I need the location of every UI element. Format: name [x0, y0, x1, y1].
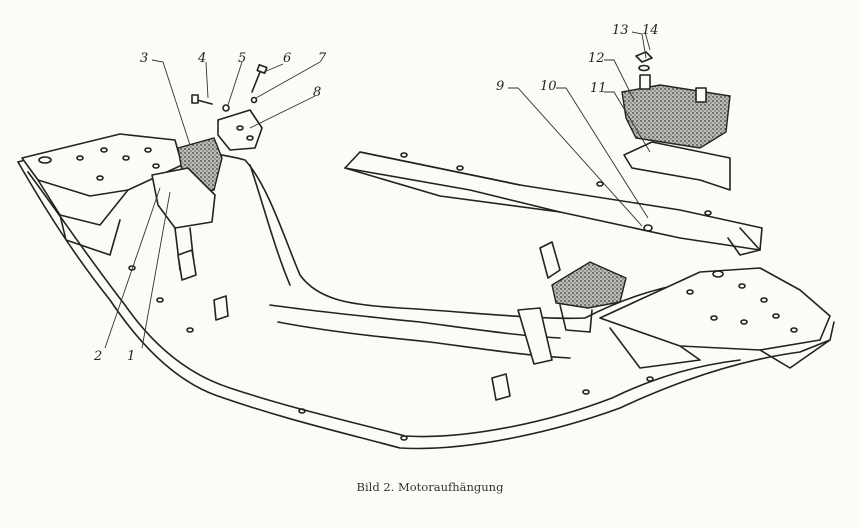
- right-mount-plate: [599, 267, 831, 369]
- bolts-left: [191, 64, 268, 112]
- callout-11: 11: [590, 81, 607, 96]
- right-rubber-mount: [621, 51, 731, 191]
- crossmember-beam: [344, 151, 763, 256]
- leader-lines: [104, 31, 651, 349]
- callout-7: 7: [318, 51, 327, 66]
- figure-caption: Bild 2. Motoraufhängung: [356, 480, 504, 494]
- callout-2: 2: [94, 349, 103, 364]
- callout-12: 12: [588, 51, 605, 66]
- left-rubber-mount: [151, 109, 263, 275]
- callout-4: 4: [198, 51, 207, 66]
- frame-tabs: [177, 249, 511, 401]
- frame-holes: [128, 265, 654, 441]
- callout-9: 9: [496, 79, 505, 94]
- callout-1: 1: [127, 349, 136, 364]
- callout-10: 10: [540, 79, 557, 94]
- frame-outline: [17, 142, 835, 450]
- callout-13: 13: [612, 23, 629, 38]
- callout-6: 6: [283, 51, 292, 66]
- callout-3: 3: [140, 51, 149, 66]
- callout-8: 8: [313, 85, 322, 100]
- callout-14: 14: [642, 23, 659, 38]
- callout-5: 5: [238, 51, 247, 66]
- center-bracket: [517, 241, 627, 365]
